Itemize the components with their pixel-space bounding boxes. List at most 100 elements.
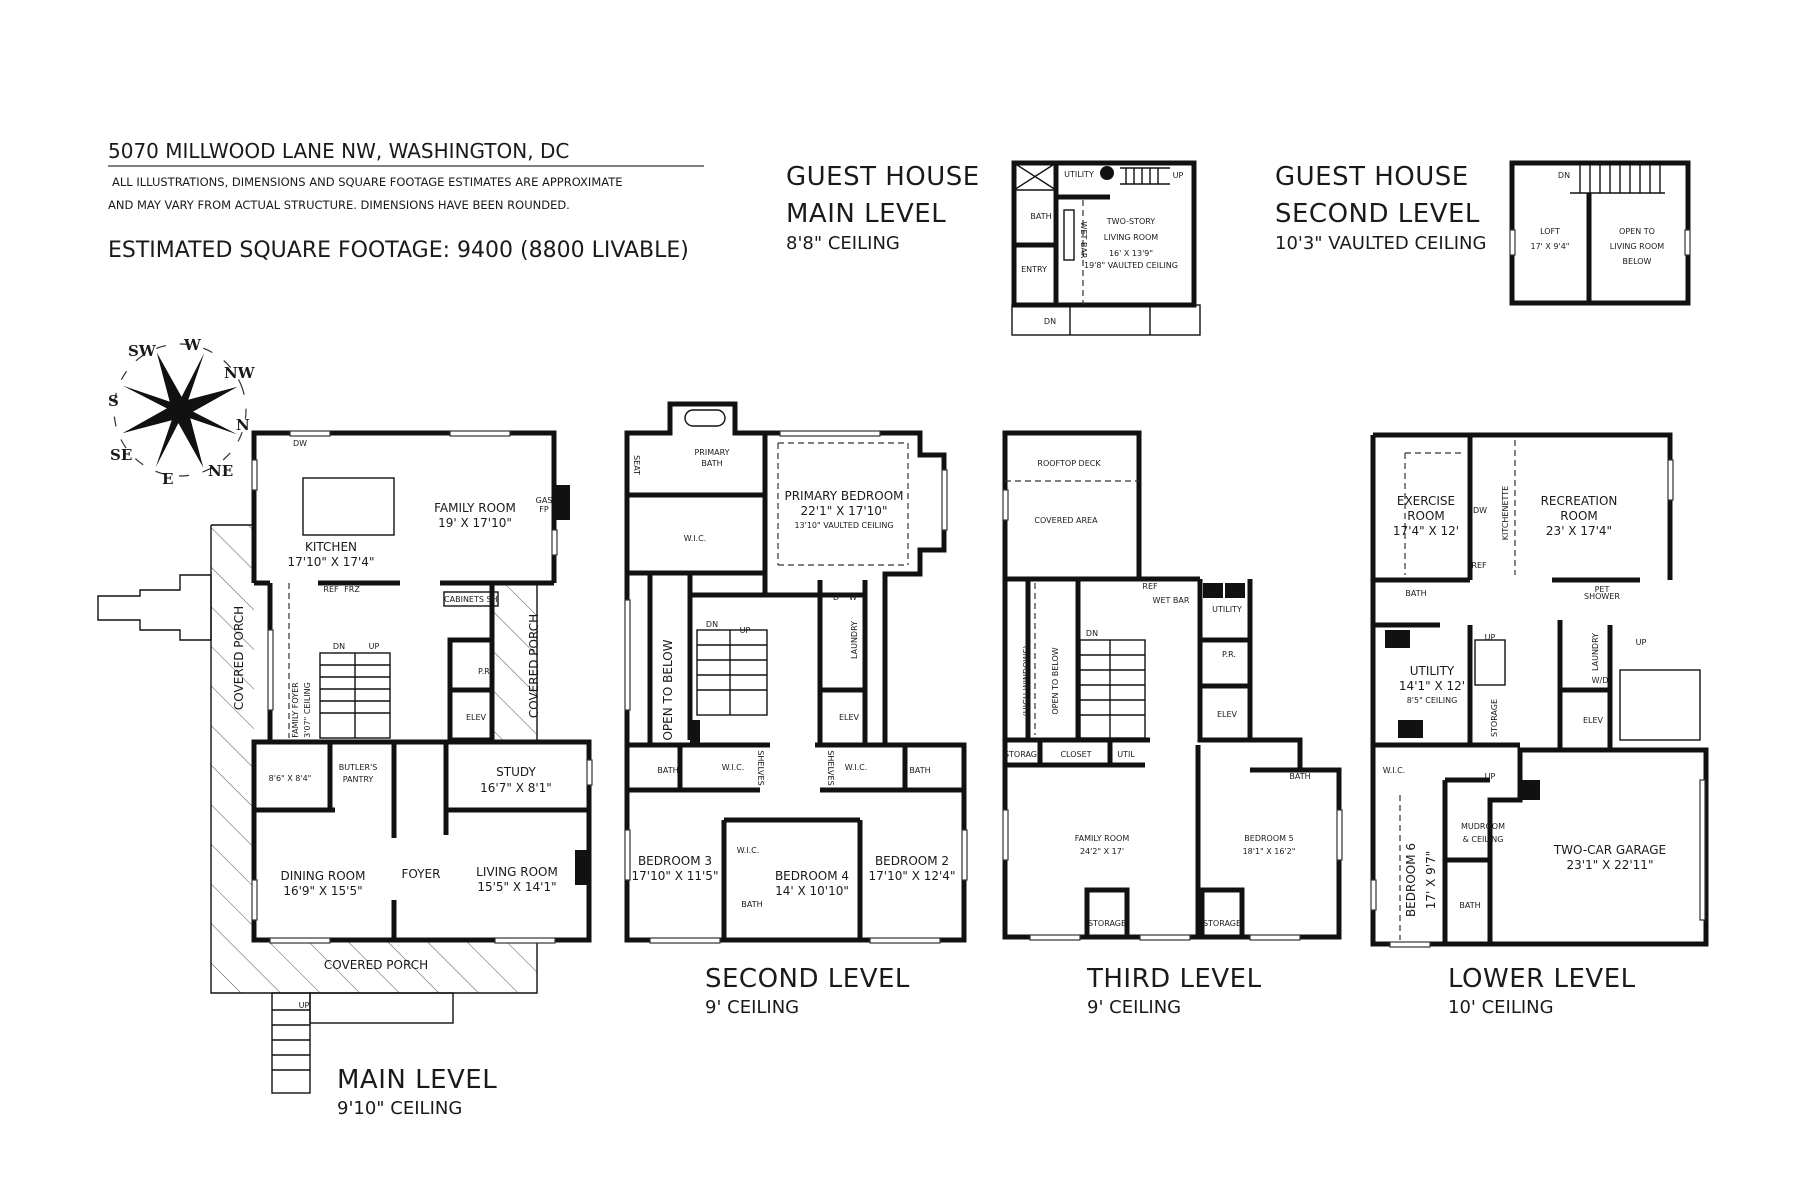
compass-e: E bbox=[162, 470, 173, 488]
room-label: DN bbox=[1044, 317, 1056, 326]
compass-sw: SW bbox=[128, 342, 157, 360]
compass-nw: NW bbox=[224, 364, 256, 382]
room-label: UP bbox=[1173, 171, 1184, 180]
room-label: & CEILING bbox=[1463, 835, 1504, 844]
guest-second-title: GUEST HOUSE SECOND LEVEL 10'3" VAULTED C… bbox=[1275, 162, 1486, 254]
room-label: PANTRY bbox=[343, 775, 374, 784]
room-label: ELEV bbox=[1217, 710, 1238, 719]
main-level-plan: FAMILY ROOM 19' X 17'10" KITCHEN 17'10" … bbox=[97, 430, 593, 1119]
room-label: (HIGH WINDOWS) bbox=[1022, 645, 1031, 716]
room-label: LIVING ROOM bbox=[1104, 233, 1159, 242]
room-label: DN bbox=[706, 620, 718, 629]
room-label: BELOW bbox=[1623, 257, 1652, 266]
room-label: SHELVES bbox=[756, 750, 765, 785]
guest-second-plan: DN LOFT 17' X 9'4" OPEN TO LIVING ROOM B… bbox=[1509, 160, 1691, 306]
room-label: COVERED AREA bbox=[1034, 516, 1098, 525]
room-label: FAMILY FOYER bbox=[291, 682, 300, 738]
room-label: OPEN TO BELOW bbox=[661, 639, 675, 740]
room-dimensions: 14' X 10'10" bbox=[775, 884, 849, 898]
guest-main-plan: UTILITY UP BATH ENTRY WET BAR DN TWO-STO… bbox=[1011, 160, 1201, 336]
room-label: PRIMARY BEDROOM bbox=[784, 489, 903, 503]
room-label: CABINETS bbox=[444, 595, 484, 604]
room-label: UTIL bbox=[1117, 750, 1135, 759]
room-label: BATH bbox=[741, 900, 762, 909]
room-dimensions: 17' X 9'7" bbox=[1424, 851, 1438, 910]
room-dimensions: 15'5" X 14'1" bbox=[477, 880, 556, 894]
second-level-ceiling: 9' CEILING bbox=[705, 997, 799, 1018]
room-label: REF bbox=[1142, 582, 1158, 591]
room-label: PET bbox=[1595, 585, 1610, 594]
room-label: SEAT bbox=[632, 455, 641, 475]
room-label: FAMILY ROOM bbox=[1075, 834, 1130, 843]
disclaimer-line-2: AND MAY VARY FROM ACTUAL STRUCTURE. DIME… bbox=[108, 198, 570, 212]
room-dimensions: 17'10" X 11'5" bbox=[632, 869, 719, 883]
compass-ne: NE bbox=[208, 462, 233, 480]
address-title: 5070 MILLWOOD LANE NW, WASHINGTON, DC bbox=[108, 139, 569, 163]
room-label: P.R. bbox=[1222, 650, 1236, 659]
room-label: LAUNDRY bbox=[1591, 633, 1600, 671]
room-label: UTILITY bbox=[1064, 170, 1094, 179]
lower-level-ceiling: 10' CEILING bbox=[1448, 997, 1554, 1018]
room-label: TWO-CAR GARAGE bbox=[1553, 843, 1666, 857]
room-dimensions: 17'10" X 12'4" bbox=[869, 869, 956, 883]
header: 5070 MILLWOOD LANE NW, WASHINGTON, DC AL… bbox=[108, 139, 704, 263]
room-label: D bbox=[833, 593, 839, 602]
compass-se: SE bbox=[110, 446, 132, 464]
compass-s: S bbox=[108, 392, 119, 410]
room-label: W.I.C. bbox=[737, 846, 760, 855]
room-label: DN bbox=[333, 642, 345, 651]
room-label: BUTLER'S bbox=[339, 763, 378, 772]
room-label: BATH bbox=[1459, 901, 1480, 910]
room-dimensions: 8'6" X 8'4" bbox=[269, 774, 312, 783]
third-level-plan: ROOFTOP DECK COVERED AREA REF WET BAR UT… bbox=[1002, 430, 1343, 1018]
room-label: ELEV bbox=[1583, 716, 1604, 725]
room-label: REF bbox=[1471, 561, 1487, 570]
room-label: LOFT bbox=[1540, 227, 1560, 236]
room-label: W.I.C. bbox=[722, 763, 745, 772]
room-label: STORAGE bbox=[1004, 750, 1042, 759]
room-label: DN bbox=[1086, 629, 1098, 638]
room-label: W bbox=[849, 593, 857, 602]
room-label: STUDY bbox=[496, 765, 536, 779]
room-label: UP bbox=[1485, 633, 1496, 642]
room-ceiling: 13'10" VAULTED CEILING bbox=[794, 521, 893, 530]
room-label: FOYER bbox=[402, 867, 441, 881]
compass-rose bbox=[113, 343, 247, 477]
lower-level-title: LOWER LEVEL bbox=[1448, 964, 1636, 994]
room-label: W.I.C. bbox=[1383, 766, 1406, 775]
room-dimensions: 14'1" X 12' bbox=[1399, 679, 1465, 693]
room-label: UP bbox=[299, 1001, 310, 1010]
room-label: OPEN TO BELOW bbox=[1051, 647, 1060, 714]
room-label: BATH bbox=[1030, 212, 1051, 221]
room-label: BATH bbox=[1289, 772, 1310, 781]
room-label: P.R. bbox=[478, 667, 492, 676]
room-label: UTILITY bbox=[1212, 605, 1242, 614]
guest-second-ceiling: 10'3" VAULTED CEILING bbox=[1275, 233, 1486, 254]
room-label: BATH bbox=[909, 766, 930, 775]
room-label: KITCHENETTE bbox=[1501, 486, 1510, 540]
room-label: REF bbox=[323, 585, 339, 594]
room-label: MUDROOM bbox=[1461, 822, 1505, 831]
room-label: SHELVES bbox=[826, 750, 835, 785]
room-dimensions: 24'2" X 17' bbox=[1080, 847, 1124, 856]
room-label: W.I.C. bbox=[684, 534, 707, 543]
guest-main-title-line1: GUEST HOUSE bbox=[786, 162, 980, 192]
room-label: DW bbox=[1473, 506, 1487, 515]
main-level-title: MAIN LEVEL bbox=[337, 1065, 497, 1095]
second-level-plan: PRIMARY BATH SEAT PRIMARY BEDROOM 22'1" … bbox=[624, 401, 968, 1018]
room-label: OPEN TO bbox=[1619, 227, 1655, 236]
room-label: BATH bbox=[657, 766, 678, 775]
room-dimensions: 16'7" X 8'1" bbox=[480, 781, 552, 795]
third-level-ceiling: 9' CEILING bbox=[1087, 997, 1181, 1018]
main-level-ceiling: 9'10" CEILING bbox=[337, 1098, 462, 1119]
room-label: BEDROOM 6 bbox=[1404, 843, 1418, 917]
room-label: W.I.C. bbox=[845, 763, 868, 772]
room-label: BEDROOM 4 bbox=[775, 869, 849, 883]
room-dimensions: 17' X 9'4" bbox=[1530, 242, 1569, 251]
room-label: CLOSET bbox=[1060, 750, 1091, 759]
room-dimensions: 16' X 13'9" bbox=[1109, 249, 1153, 258]
guest-second-title-line1: GUEST HOUSE bbox=[1275, 162, 1469, 192]
room-label: ROOM bbox=[1560, 509, 1598, 523]
room-label: SH bbox=[486, 595, 497, 604]
room-label: W/D bbox=[1592, 676, 1609, 685]
